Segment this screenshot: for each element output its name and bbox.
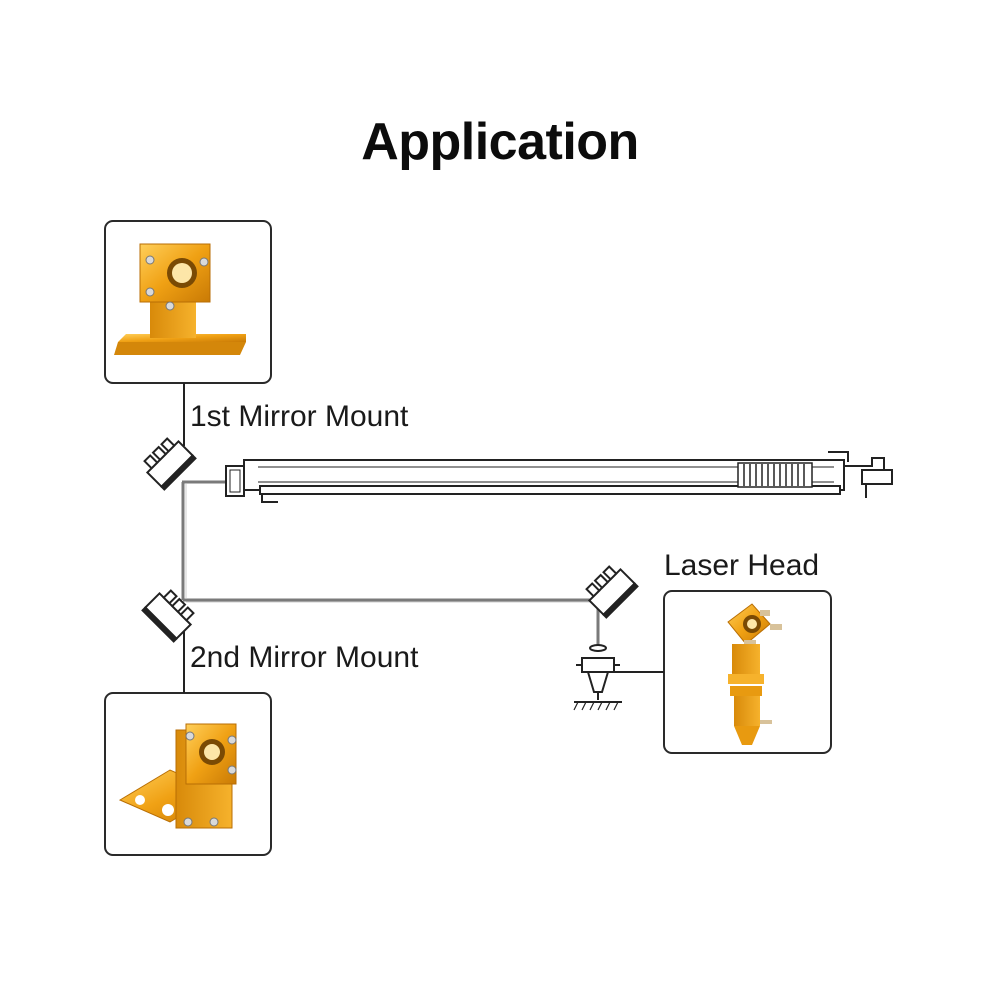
mirror-mount-icon xyxy=(141,589,195,643)
laser-head-label: Laser Head xyxy=(664,549,820,582)
second-mirror-photo xyxy=(118,723,237,829)
first-mirror-photo xyxy=(114,243,246,355)
laser-head-nozzle-icon xyxy=(573,671,622,711)
focus-lens-icon xyxy=(576,644,620,673)
laser-beam-path xyxy=(181,480,600,652)
laser-tube-icon xyxy=(225,451,893,503)
page-title: Application xyxy=(361,113,639,171)
second-mirror-mount-label: 2nd Mirror Mount xyxy=(190,641,419,674)
mirror-mount-icon xyxy=(143,437,197,491)
mirror-mount-icon xyxy=(585,565,639,619)
laser-head-photo xyxy=(727,603,782,745)
first-mirror-mount-label: 1st Mirror Mount xyxy=(190,400,409,433)
